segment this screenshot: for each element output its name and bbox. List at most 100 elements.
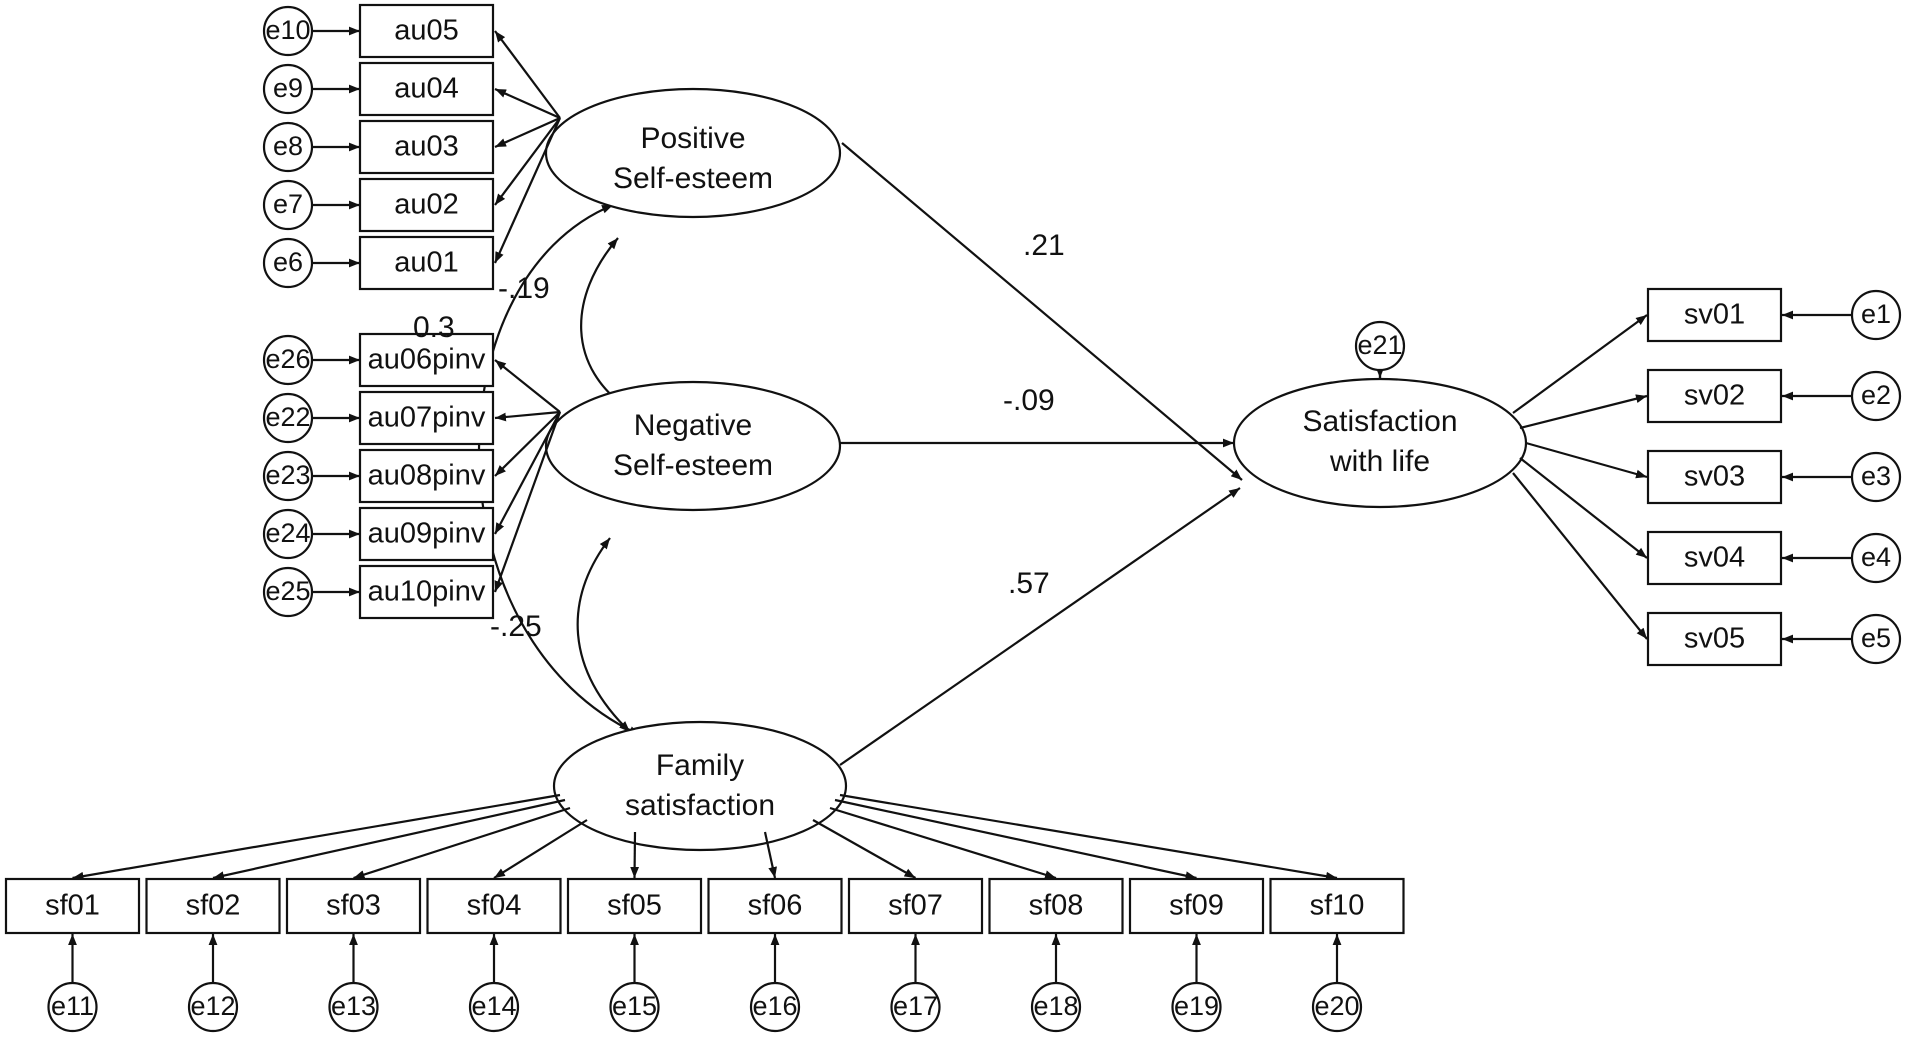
error-e15-label: e15 (612, 991, 657, 1021)
error-e23: e23 (262, 450, 314, 502)
loading-arrow-au04 (494, 87, 561, 120)
error-e16-label: e16 (752, 991, 797, 1021)
indicator-sv05: sv05 (1646, 611, 1783, 667)
loading-arrow-sf02 (212, 798, 566, 880)
loading-arrow-sv01 (1512, 314, 1648, 414)
loading-arrow-sf09 (834, 798, 1197, 880)
path-positive-to-life (841, 142, 1243, 481)
loading-arrow-sv02 (1519, 394, 1648, 430)
error-e12-label: e12 (190, 991, 235, 1021)
loading-arrow-sf01 (72, 793, 561, 881)
error-e8-label: e8 (273, 131, 303, 161)
error-e11: e11 (47, 981, 98, 1033)
indicator-sf10: sf10 (1269, 877, 1405, 935)
loading-arrow-sf06 (763, 831, 777, 879)
indicator-au01: au01 (358, 235, 495, 291)
loading-arrow-au09pinv (494, 411, 561, 535)
indicator-au07pinv: au07pinv (358, 390, 495, 446)
coef-positive-negative: -.19 (498, 272, 550, 305)
error-e19-label: e19 (1174, 991, 1219, 1021)
error-e17-label: e17 (893, 991, 938, 1021)
loading-arrow-sf05 (630, 831, 640, 879)
error-e1-label: e1 (1861, 299, 1891, 329)
loading-arrow-au01 (493, 117, 562, 264)
error-e10: e10 (262, 5, 314, 57)
negative-self-esteem-indicators: e26 au06pinv e22 au07pinv e23 au08pinv e24 au09… (262, 332, 562, 620)
indicator-sf04-label: sf04 (467, 890, 522, 922)
indicator-sf07-label: sf07 (888, 890, 943, 922)
indicator-au05: au05 (358, 3, 495, 59)
indicator-au04-label: au04 (394, 73, 459, 105)
indicator-au03-label: au03 (394, 131, 459, 163)
error-e2-label: e2 (1861, 380, 1891, 410)
indicator-sv03: sv03 (1646, 449, 1783, 505)
error-e1: e1 (1850, 289, 1902, 341)
error-e4-label: e4 (1861, 542, 1891, 572)
indicator-au09pinv-label: au09pinv (368, 518, 486, 550)
error-e8: e8 (262, 121, 314, 173)
latent-negative-line2: Self-esteem (613, 449, 773, 482)
indicator-sv04: sv04 (1646, 530, 1783, 586)
error-e25: e25 (262, 566, 314, 618)
error-e25-label: e25 (265, 576, 310, 606)
indicator-au02-label: au02 (394, 189, 459, 221)
latent-life-line1: Satisfaction (1302, 405, 1457, 438)
indicator-sf09-label: sf09 (1169, 890, 1224, 922)
latent-family-satisfaction: Family satisfaction (552, 720, 848, 852)
error-e12: e12 (187, 981, 239, 1033)
error-e16: e16 (749, 981, 801, 1033)
indicator-sf03-label: sf03 (326, 890, 381, 922)
indicator-au01-label: au01 (394, 247, 459, 279)
latent-factors: Positive Self-esteem Negative Self-estee… (544, 87, 1528, 852)
error-e14: e14 (468, 981, 520, 1033)
indicator-sv02: sv02 (1646, 368, 1783, 424)
indicator-au10pinv: au10pinv (358, 564, 495, 620)
indicator-au10pinv-label: au10pinv (368, 576, 486, 608)
disturbance-label: e21 (1357, 330, 1402, 360)
error-e7: e7 (262, 179, 314, 231)
indicator-au07pinv-label: au07pinv (368, 402, 486, 434)
covariance-negative-family (576, 537, 631, 733)
latent-negative-self-esteem: Negative Self-esteem (544, 380, 842, 512)
indicator-au06pinv: au06pinv (358, 332, 495, 388)
error-e18: e18 (1030, 981, 1082, 1033)
error-e24-label: e24 (265, 518, 310, 548)
loading-arrow-au05 (494, 30, 561, 119)
latent-family-line1: Family (656, 749, 744, 782)
indicator-au04: au04 (358, 61, 495, 117)
coefficient-labels: .21 -.09 .57 -.19 0.3 -.25 (413, 229, 1065, 643)
indicator-sf06: sf06 (707, 877, 843, 935)
loading-arrow-sf08 (829, 806, 1057, 880)
error-e26-label: e26 (265, 344, 310, 374)
indicator-sf08-label: sf08 (1029, 890, 1084, 922)
indicator-sf01-label: sf01 (45, 890, 100, 922)
indicator-sf04: sf04 (426, 877, 562, 935)
error-e22: e22 (262, 392, 314, 444)
indicator-sv01: sv01 (1646, 287, 1783, 343)
indicator-sf05: sf05 (566, 877, 703, 935)
indicator-au03: au03 (358, 119, 495, 175)
indicator-au08pinv: au08pinv (358, 448, 495, 504)
error-e11-label: e11 (51, 991, 94, 1021)
error-e20: e20 (1311, 981, 1363, 1033)
loading-arrow-au03 (494, 116, 561, 149)
latent-satisfaction-with-life: Satisfaction with life (1232, 377, 1528, 509)
indicator-sv02-label: sv02 (1684, 380, 1745, 412)
coef-family-to-life: .57 (1008, 567, 1050, 600)
error-e5-label: e5 (1861, 623, 1891, 653)
error-e9: e9 (262, 63, 314, 115)
latent-positive-line1: Positive (640, 122, 745, 155)
latent-positive-line2: Self-esteem (613, 162, 773, 195)
latent-life-line2: with life (1329, 445, 1430, 478)
indicator-sv04-label: sv04 (1684, 542, 1745, 574)
error-e24: e24 (262, 508, 314, 560)
loading-arrow-au02 (494, 117, 561, 206)
indicator-sf07: sf07 (847, 877, 984, 935)
indicator-sv05-label: sv05 (1684, 623, 1745, 655)
loading-arrow-sf07 (812, 819, 917, 879)
error-e19: e19 (1171, 981, 1222, 1033)
indicator-au05-label: au05 (394, 15, 459, 47)
loading-arrow-au07pinv (494, 410, 561, 422)
error-e22-label: e22 (265, 402, 310, 432)
